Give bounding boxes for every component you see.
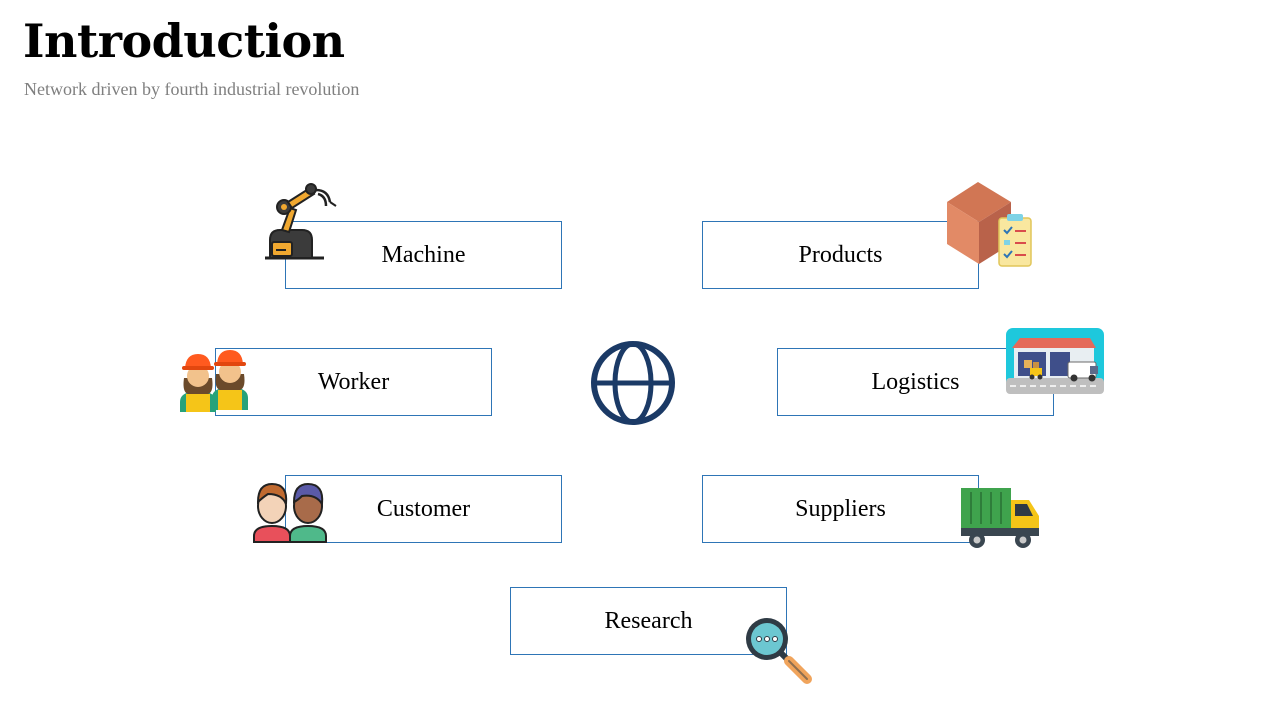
- node-label: Customer: [376, 495, 471, 522]
- magnifier-icon: [746, 618, 812, 684]
- customers-icon: [253, 482, 327, 543]
- node-label: Research: [604, 607, 693, 634]
- box-checklist-icon: [947, 182, 1032, 267]
- node-label: Suppliers: [795, 495, 886, 522]
- node-machine: Machine: [285, 221, 562, 289]
- node-label: Products: [798, 241, 883, 268]
- node-worker: Worker: [215, 348, 492, 416]
- robot-arm-icon: [265, 183, 337, 260]
- page-title: Introduction: [23, 14, 345, 68]
- globe-icon: [591, 341, 675, 425]
- node-customer: Customer: [285, 475, 562, 543]
- node-label: Worker: [317, 368, 390, 395]
- node-suppliers: Suppliers: [702, 475, 979, 543]
- page-subtitle: Network driven by fourth industrial revo…: [24, 79, 360, 99]
- warehouse-icon: [1006, 328, 1104, 394]
- node-research: Research: [510, 587, 787, 655]
- node-label: Logistics: [871, 368, 960, 395]
- workers-icon: [180, 350, 248, 412]
- node-products: Products: [702, 221, 979, 289]
- node-label: Machine: [381, 241, 466, 268]
- truck-icon: [961, 488, 1039, 548]
